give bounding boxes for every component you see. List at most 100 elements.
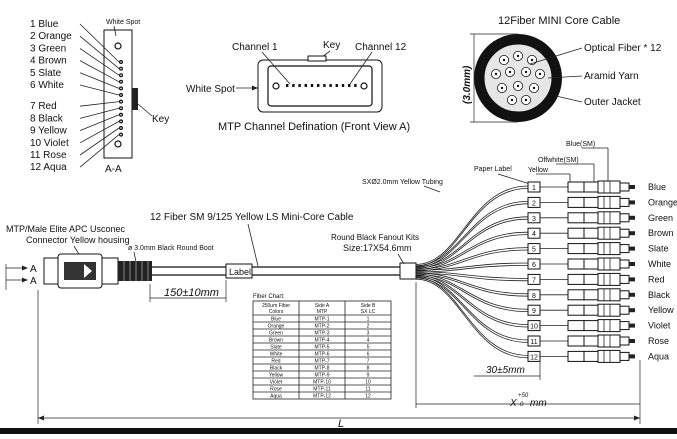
fiber-chart-cell: Slate bbox=[270, 345, 282, 351]
front-connector-outer bbox=[257, 59, 383, 113]
fiber-chart-cell: MTP-9 bbox=[315, 373, 330, 379]
mtp-key-arrow bbox=[84, 264, 92, 278]
aa-fiber-hole bbox=[118, 132, 123, 137]
aa-key-label: Key bbox=[152, 114, 169, 125]
fiber-chart-cell: Rose bbox=[270, 387, 282, 393]
round-boot bbox=[118, 261, 152, 281]
fiber-chart-cell: Blue bbox=[271, 317, 281, 323]
lc-tip bbox=[629, 339, 635, 343]
cable-fiber-core bbox=[500, 86, 504, 90]
leg-number: 5 bbox=[532, 247, 536, 254]
lc-ferrule bbox=[619, 182, 630, 192]
lc-tip bbox=[629, 292, 635, 297]
lc-body bbox=[597, 257, 621, 271]
lc-housing bbox=[583, 181, 599, 193]
front-key-label: Key bbox=[323, 40, 340, 51]
lc-tip bbox=[629, 215, 635, 220]
cable-cross-section: 12Fiber MINI Core Cable (3.0mm) Optical … bbox=[462, 15, 662, 123]
cable-fiber-core bbox=[508, 70, 512, 74]
lc-ferrule bbox=[619, 336, 630, 346]
lc-housing bbox=[583, 243, 599, 255]
fanout-leg-tube-inner bbox=[415, 218, 529, 269]
aa-fiber-label: 1 Blue bbox=[30, 19, 59, 30]
fiber-chart-cell: 1 bbox=[367, 317, 370, 323]
front-caption: MTP Channel Defination (Front View A) bbox=[218, 121, 410, 133]
lc-ferrule bbox=[619, 259, 630, 269]
lc-body bbox=[597, 180, 621, 194]
front-fiber-hole bbox=[298, 84, 301, 87]
connector-label-1: MTP/Male Elite APC Usconec bbox=[6, 224, 126, 234]
aa-fiber-hole bbox=[118, 79, 123, 84]
fiber-chart-header: Colors bbox=[269, 309, 284, 315]
leg-number: 3 bbox=[532, 216, 536, 223]
cable-fiber-core bbox=[516, 84, 520, 88]
front-channel12-label: Channel 12 bbox=[355, 42, 407, 53]
tubing-label: SXØ2.0mm Yellow Tubing bbox=[362, 179, 443, 186]
lc-tip bbox=[629, 277, 635, 282]
cable-fiber-core bbox=[494, 72, 498, 76]
dimL-arrow-right bbox=[634, 415, 640, 421]
boot-label: ø 3.0mm Black Round Boot bbox=[128, 245, 214, 252]
lc-boot bbox=[567, 350, 585, 362]
dimX-unit: mm bbox=[530, 398, 547, 409]
aa-ferrule-body bbox=[103, 29, 133, 159]
front-fiber-hole bbox=[317, 84, 320, 87]
lc-housing bbox=[583, 258, 599, 270]
lc-boot bbox=[567, 227, 585, 239]
front-fiber-hole bbox=[292, 84, 295, 87]
aa-fiber-label: 11 Rose bbox=[30, 150, 67, 161]
aa-fiber-leader bbox=[79, 84, 120, 96]
leg-number: 2 bbox=[532, 200, 536, 207]
aa-pin-top bbox=[114, 42, 122, 50]
fanout-leader bbox=[397, 253, 405, 265]
aa-fiber-leader bbox=[79, 107, 120, 119]
leg-color-label: Green bbox=[648, 213, 673, 223]
front-fiber-hole bbox=[286, 84, 289, 87]
cable-spec-label: 12 Fiber SM 9/125 Yellow LS Mini-Core Ca… bbox=[150, 212, 354, 223]
lc-boot bbox=[567, 335, 585, 347]
fanout-kit bbox=[399, 262, 417, 280]
fiber-chart-cell: MTP-5 bbox=[315, 345, 330, 351]
cable-label-jacket: Outer Jacket bbox=[584, 97, 641, 108]
aa-fiber-hole bbox=[118, 92, 123, 97]
front-fiber-hole bbox=[341, 84, 345, 87]
aa-fiber-label: 3 Green bbox=[30, 43, 66, 54]
fiber-chart-cell: White bbox=[270, 352, 283, 358]
fiber-chart-cell: Yellow bbox=[269, 373, 284, 379]
lc-boot bbox=[567, 273, 585, 285]
lc-housing bbox=[583, 335, 599, 347]
fiber-chart-cell: 4 bbox=[367, 338, 370, 344]
lc-ferrule bbox=[619, 228, 630, 238]
fiber-chart-cell: MTP-2 bbox=[315, 324, 330, 330]
leg-number: 8 bbox=[532, 293, 536, 300]
fanout-size: Size:17X54.6mm bbox=[343, 243, 412, 253]
fiber-chart-header: Side A bbox=[315, 303, 330, 309]
fiber-chart-header: 250um Fiber bbox=[262, 303, 290, 309]
yellow-label: Yellow bbox=[528, 167, 549, 174]
cable-label-fiber: Optical Fiber * 12 bbox=[584, 43, 662, 54]
cable-label-tag bbox=[225, 263, 253, 279]
cable-fiber-core bbox=[530, 58, 534, 62]
leg-number: 11 bbox=[530, 339, 537, 346]
blue-label: Blue(SM) bbox=[566, 141, 595, 148]
fanout-leg-tube-inner bbox=[415, 188, 529, 267]
leg-color-label: Black bbox=[648, 290, 671, 300]
front-view: Channel 1 Key Channel 12 White Spot MTP … bbox=[186, 40, 410, 133]
leg-color-label: Violet bbox=[648, 321, 671, 331]
front-ch12-leader bbox=[349, 51, 373, 85]
dimX-tol-top: +50 bbox=[518, 393, 529, 399]
aa-fiber-hole bbox=[118, 59, 123, 64]
aa-white-spot-leader bbox=[113, 25, 117, 37]
leg-number: 10 bbox=[530, 324, 538, 331]
leg-number: 6 bbox=[532, 262, 536, 269]
front-fiber-hole bbox=[335, 84, 338, 87]
aa-fiber-label: 8 Black bbox=[30, 113, 64, 124]
front-white-spot-label: White Spot bbox=[186, 84, 235, 95]
leg-number: 7 bbox=[532, 277, 536, 284]
boot-body bbox=[118, 261, 152, 281]
aa-key-leader bbox=[137, 103, 153, 117]
offwhite-label: Offwhite(SM) bbox=[538, 157, 579, 164]
aa-fiber-label: 10 Violet bbox=[30, 138, 69, 149]
